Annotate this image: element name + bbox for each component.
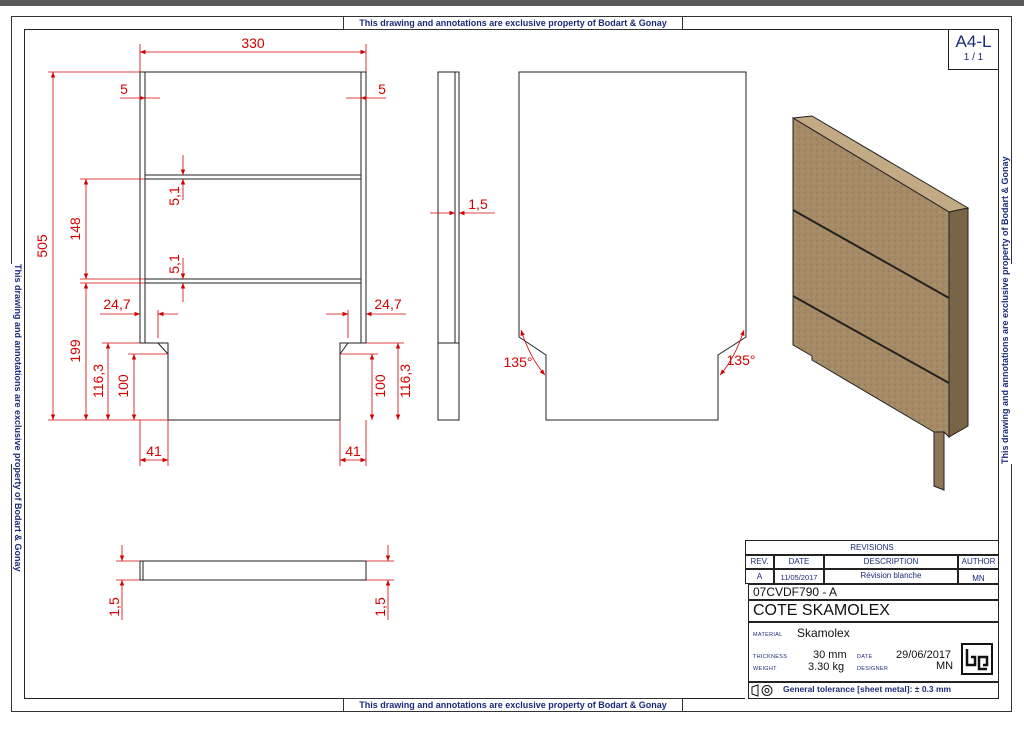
col-author: AUTHOR bbox=[958, 555, 999, 569]
dim-panel-height: 148 bbox=[67, 217, 83, 241]
tolerance-row bbox=[748, 682, 999, 699]
first-angle-projection-icon bbox=[751, 684, 775, 697]
dim-margin-left: 5 bbox=[120, 81, 128, 97]
part-name: COTE SKAMOLEX bbox=[748, 600, 999, 622]
designer-value: MN bbox=[936, 660, 954, 672]
rev-author: MN bbox=[958, 569, 999, 584]
weight-value: 3.30 kg bbox=[808, 661, 845, 673]
front-view bbox=[139, 71, 367, 421]
title-block: REVISIONS REV. DATE DESCRIPTION AUTHOR A… bbox=[745, 540, 999, 699]
bottom-view bbox=[139, 560, 367, 581]
col-date: DATE bbox=[774, 555, 824, 569]
window-top-bar bbox=[0, 0, 1024, 6]
dim-width-overall: 330 bbox=[241, 35, 265, 51]
dim-lower-height: 199 bbox=[67, 339, 83, 363]
property-notice-bottom: This drawing and annotations are exclusi… bbox=[343, 698, 683, 712]
dim-bottom-right: 1,5 bbox=[372, 597, 388, 617]
thickness-label: THICKNESS bbox=[753, 654, 788, 660]
isometric-view bbox=[791, 115, 970, 491]
dim-notch-inner-left: 100 bbox=[115, 374, 131, 398]
dim-notch-outer-right: 116,3 bbox=[397, 364, 413, 398]
dim-offset-right: 24,7 bbox=[374, 296, 401, 312]
designer-label: DESIGNER bbox=[857, 666, 889, 672]
dim-notch-width-left: 41 bbox=[146, 443, 162, 459]
col-description: DESCRIPTION bbox=[824, 555, 958, 569]
property-notice-top: This drawing and annotations are exclusi… bbox=[343, 16, 683, 30]
rev-value: A bbox=[745, 569, 774, 584]
dim-angle-right: 135° bbox=[727, 352, 756, 368]
rev-description: Révision blanche bbox=[824, 569, 958, 584]
dim-height-overall: 505 bbox=[34, 234, 50, 258]
dim-notch-width-right: 41 bbox=[345, 443, 361, 459]
dim-margin-right: 5 bbox=[378, 81, 386, 97]
revisions-header: REVISIONS bbox=[745, 540, 999, 555]
date-label: DATE bbox=[857, 654, 873, 660]
col-rev: REV. bbox=[745, 555, 774, 569]
thickness-value: 30 mm bbox=[813, 649, 847, 661]
sheet-page: 1 / 1 bbox=[963, 52, 984, 63]
back-view bbox=[518, 71, 747, 421]
material-section bbox=[748, 622, 999, 682]
dim-notch-inner-right: 100 bbox=[372, 374, 388, 398]
dim-gap-lower: 5,1 bbox=[166, 254, 182, 274]
rev-date: 11/05/2017 bbox=[774, 569, 824, 584]
dim-side-thickness: 1,5 bbox=[468, 196, 488, 212]
date-value: 29/06/2017 bbox=[896, 649, 952, 661]
sheet-format: A4-L bbox=[955, 32, 992, 51]
side-view bbox=[437, 71, 460, 421]
dim-angle-left: 135° bbox=[504, 354, 533, 370]
sheet-format-box: A4-L 1 / 1 bbox=[948, 29, 999, 70]
dimension-lines bbox=[48, 44, 745, 620]
company-logo bbox=[961, 643, 993, 675]
dim-bottom-left: 1,5 bbox=[106, 597, 122, 617]
material-label: MATERIAL bbox=[753, 632, 783, 638]
weight-label: WEIGHT bbox=[753, 666, 777, 672]
tolerance-text: General tolerance [sheet metal]: ± 0.3 m… bbox=[783, 684, 952, 694]
material-value: Skamolex bbox=[797, 626, 850, 640]
part-number: 07CVDF790 - A bbox=[748, 584, 999, 600]
dimension-labels: 330 5 5 505 148 5,1 5,1 24,7 24,7 199 11… bbox=[34, 35, 755, 617]
dim-gap-upper: 5,1 bbox=[166, 186, 182, 206]
dim-offset-left: 24,7 bbox=[103, 296, 130, 312]
dim-notch-outer-left: 116,3 bbox=[90, 364, 106, 398]
